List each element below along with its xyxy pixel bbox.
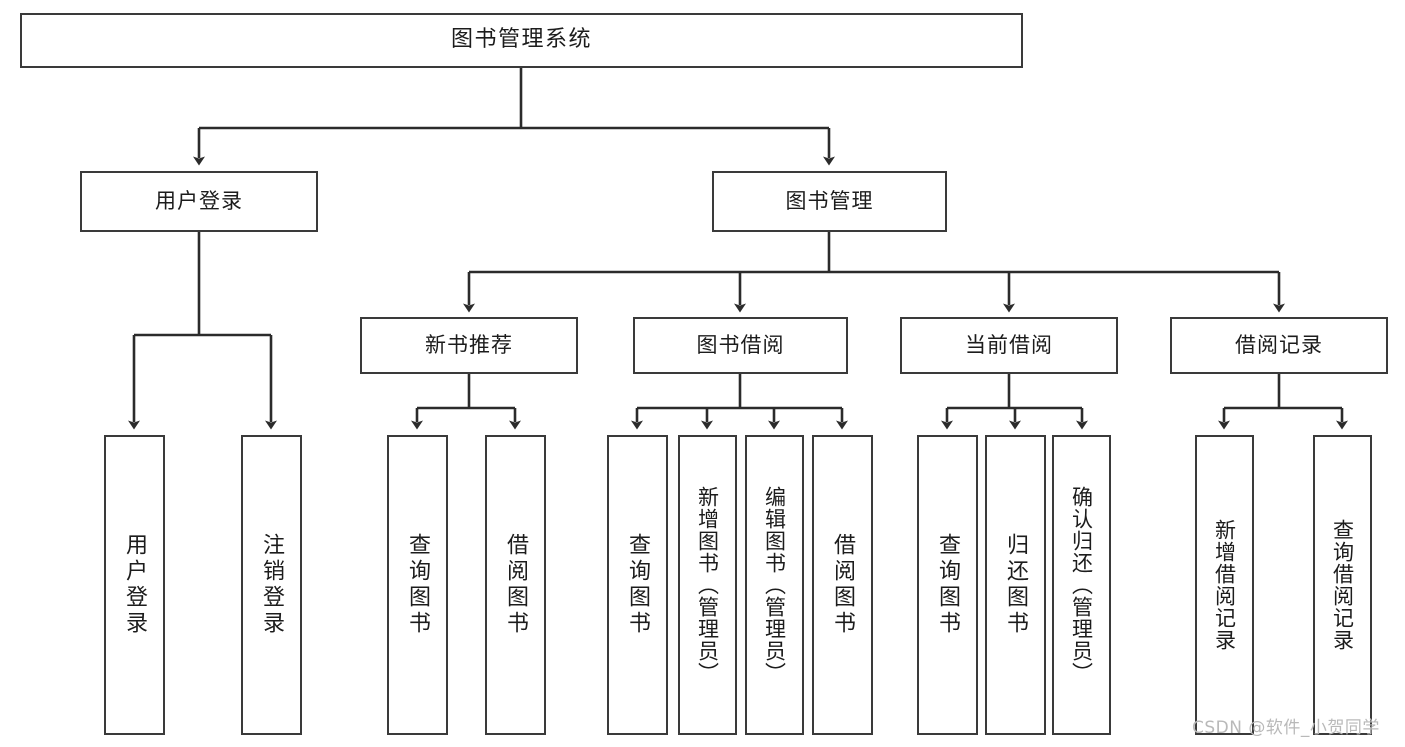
leaf-query-book-recommend[interactable]: 查询图书 xyxy=(387,435,448,735)
node-current-borrow[interactable]: 当前借阅 xyxy=(900,317,1118,374)
watermark-text: CSDN @软件_小贺同学 xyxy=(1192,718,1380,738)
node-label: 新书推荐 xyxy=(425,332,513,357)
leaf-query-borrow-record[interactable]: 查询借阅记录 xyxy=(1313,435,1372,735)
leaf-borrow-book[interactable]: 借阅图书 xyxy=(812,435,873,735)
leaf-logout-login[interactable]: 注销登录 xyxy=(241,435,302,735)
node-label: 借阅图书 xyxy=(830,533,856,637)
node-label: 查询图书 xyxy=(625,533,651,637)
leaf-add-book-admin[interactable]: 新增图书（管理员） xyxy=(678,435,737,735)
leaf-edit-book-admin[interactable]: 编辑图书（管理员） xyxy=(745,435,804,735)
node-book-borrow[interactable]: 图书借阅 xyxy=(633,317,848,374)
node-label: 新增图书（管理员） xyxy=(695,486,720,684)
node-label: 图书管理系统 xyxy=(450,27,592,53)
node-new-book-recommend[interactable]: 新书推荐 xyxy=(360,317,578,374)
leaf-confirm-return-admin[interactable]: 确认归还（管理员） xyxy=(1052,435,1111,735)
node-label: 查询借阅记录 xyxy=(1330,519,1355,651)
node-root-system[interactable]: 图书管理系统 xyxy=(20,13,1023,68)
node-label: 查询图书 xyxy=(935,533,961,637)
node-label: 确认归还（管理员） xyxy=(1069,486,1094,684)
leaf-query-book-borrow[interactable]: 查询图书 xyxy=(607,435,668,735)
node-label: 用户登录 xyxy=(122,533,148,637)
node-label: 用户登录 xyxy=(155,188,243,213)
node-label: 当前借阅 xyxy=(965,332,1053,357)
node-borrow-record[interactable]: 借阅记录 xyxy=(1170,317,1388,374)
leaf-query-book-current[interactable]: 查询图书 xyxy=(917,435,978,735)
leaf-return-book[interactable]: 归还图书 xyxy=(985,435,1046,735)
node-label: 新增借阅记录 xyxy=(1212,519,1237,651)
node-label: 编辑图书（管理员） xyxy=(762,486,787,684)
node-label: 借阅图书 xyxy=(503,533,529,637)
leaf-user-login[interactable]: 用户登录 xyxy=(104,435,165,735)
leaf-add-borrow-record[interactable]: 新增借阅记录 xyxy=(1195,435,1254,735)
node-label: 图书管理 xyxy=(785,188,874,213)
node-label: 图书借阅 xyxy=(696,332,785,357)
node-label: 归还图书 xyxy=(1003,533,1029,637)
node-label: 查询图书 xyxy=(405,533,431,637)
node-user-login[interactable]: 用户登录 xyxy=(80,171,318,232)
node-label: 借阅记录 xyxy=(1235,332,1323,357)
node-book-management[interactable]: 图书管理 xyxy=(712,171,947,232)
leaf-borrow-book-recommend[interactable]: 借阅图书 xyxy=(485,435,546,735)
node-label: 注销登录 xyxy=(259,533,285,637)
